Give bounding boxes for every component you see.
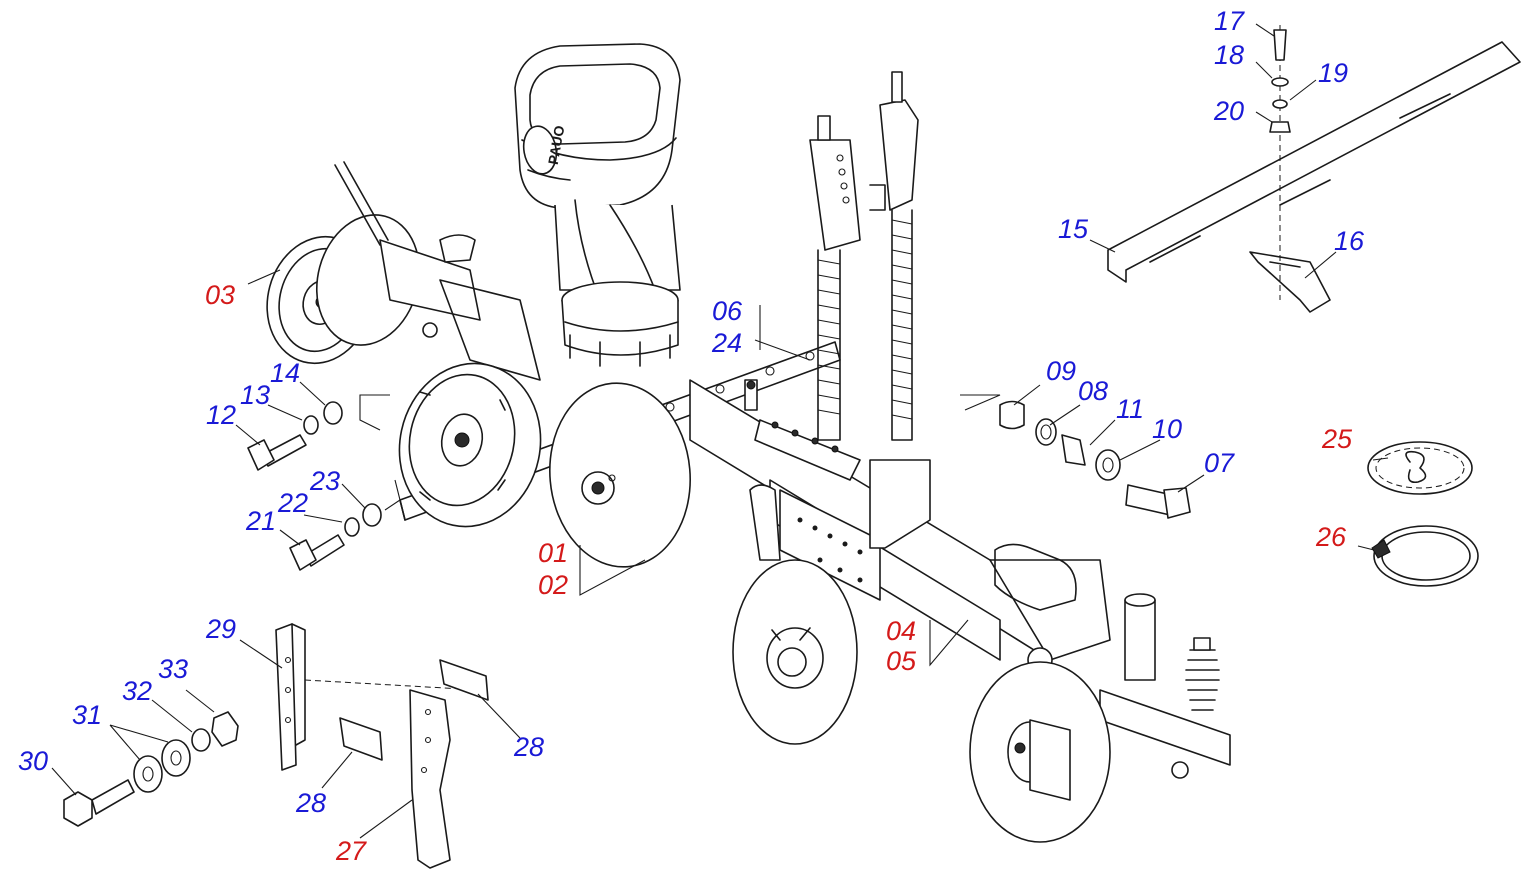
callout-28-right: 28: [513, 732, 544, 762]
callout-11: 11: [1116, 394, 1144, 424]
callout-22: 22: [277, 488, 308, 518]
callout-04: 04: [886, 616, 916, 646]
gauge-wheel-assembly: [266, 161, 541, 381]
callout-01: 01: [538, 538, 568, 568]
press-wheel: [398, 362, 542, 528]
closing-disc-front: [732, 559, 858, 745]
callout-33: 33: [158, 654, 188, 684]
seed-plate: [1367, 441, 1473, 495]
callout-12: 12: [206, 400, 236, 430]
callout-10: 10: [1152, 414, 1182, 444]
closing-disc-rear: [969, 661, 1111, 843]
marker-bar: [1107, 25, 1521, 313]
callout-32: 32: [122, 676, 152, 706]
leader-lines: [51, 23, 1389, 839]
seed-hopper: PAUO: [514, 43, 681, 367]
brand-logo-text: PAUO: [545, 124, 568, 166]
callout-23: 23: [309, 466, 340, 496]
callout-27: 27: [335, 836, 367, 866]
bolt-set-upper: [247, 401, 343, 471]
callout-24: 24: [711, 328, 742, 358]
callout-16: 16: [1334, 226, 1365, 256]
callout-06: 06: [712, 296, 743, 326]
callout-18: 18: [1214, 40, 1244, 70]
callout-03: 03: [205, 280, 235, 310]
callout-25: 25: [1321, 424, 1353, 454]
shank-assembly: [63, 623, 489, 869]
callout-20: 20: [1213, 96, 1244, 126]
callout-labels: 01 02 03 04 05 06 07 08 09 10 11 12 13 1…: [18, 6, 1365, 866]
opener-disc: [549, 382, 691, 568]
depth-springs: [754, 71, 919, 481]
bolt-set-lower: [289, 503, 382, 571]
callout-02: 02: [538, 570, 568, 600]
callout-26: 26: [1315, 522, 1347, 552]
callout-08: 08: [1078, 376, 1108, 406]
bolt-set-right: [999, 400, 1191, 519]
callout-17: 17: [1214, 6, 1245, 36]
seal-ring: [1371, 525, 1479, 587]
callout-15: 15: [1058, 214, 1089, 244]
callout-13: 13: [240, 380, 270, 410]
callout-31: 31: [72, 700, 102, 730]
callout-30: 30: [18, 746, 48, 776]
callout-05: 05: [886, 646, 917, 676]
callout-09: 09: [1046, 356, 1076, 386]
callout-29: 29: [205, 614, 236, 644]
callout-07: 07: [1204, 448, 1235, 478]
callout-21: 21: [245, 506, 276, 536]
callout-28-left: 28: [295, 788, 326, 818]
callout-14: 14: [270, 358, 300, 388]
callout-19: 19: [1318, 58, 1348, 88]
